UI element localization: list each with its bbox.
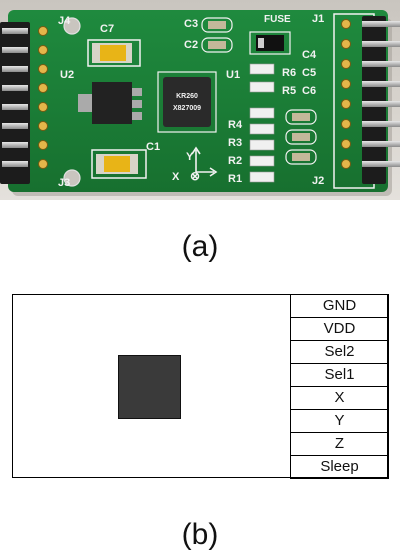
label-c2: C2 (184, 39, 198, 51)
label-c1: C1 (146, 141, 160, 153)
header-pins-right (333, 13, 400, 189)
label-r5: R5 (282, 85, 296, 97)
pin-vdd: VDD (290, 317, 389, 341)
resistors (249, 63, 275, 183)
label-u1: U1 (226, 69, 240, 81)
regulator-u2 (78, 82, 142, 124)
label-axis-z: ⊗ (190, 169, 200, 183)
capacitor-c1 (91, 149, 147, 179)
label-c4: C4 (302, 49, 317, 61)
pin-sleep: Sleep (290, 455, 389, 479)
label-u2: U2 (60, 69, 74, 81)
caption-b: (b) (181, 518, 219, 551)
capacitor-c7 (87, 39, 141, 67)
schematic-diagram: GND VDD Sel2 Sel1 X Y Z Sleep (12, 294, 389, 479)
label-r2: R2 (228, 155, 242, 167)
label-j2: J2 (312, 175, 324, 187)
capacitors-c4-c6 (285, 109, 317, 165)
pin-table: GND VDD Sel2 Sel1 X Y Z Sleep (290, 294, 389, 479)
mounting-hole-bottom (63, 169, 81, 187)
label-r6: R6 (282, 67, 296, 79)
label-fuse: FUSE (264, 14, 291, 25)
label-j4: J4 (58, 15, 71, 27)
label-r4: R4 (228, 119, 243, 131)
silkscreen-labels: J4 U2 J3 C7 C1 C3 C2 U1 FUSE J1 J2 C4 C5… (58, 13, 324, 189)
label-j1: J1 (312, 13, 324, 25)
pin-z: Z (290, 432, 389, 456)
caption-a: (a) (181, 230, 219, 263)
pin-sel2: Sel2 (290, 340, 389, 364)
chip-square (118, 355, 181, 419)
pin-sel1: Sel1 (290, 363, 389, 387)
pin-gnd: GND (290, 294, 389, 318)
capacitors-c2-c3 (201, 17, 233, 53)
label-r1: R1 (228, 173, 242, 185)
label-c5: C5 (302, 67, 316, 79)
pcb-board-illustration: KR260 X827009 (0, 10, 400, 196)
label-axis-x: X (172, 171, 180, 183)
chip-marking-line-1: KR260 (176, 93, 198, 100)
accelerometer-chip-u1: KR260 X827009 (157, 71, 217, 133)
pin-y: Y (290, 409, 389, 433)
label-c7: C7 (100, 23, 114, 35)
mounting-hole-top (63, 17, 81, 35)
label-axis-y: Y (186, 151, 194, 163)
label-c6: C6 (302, 85, 316, 97)
axis-arrows-icon (191, 146, 218, 177)
pcb-photo: KR260 X827009 (0, 0, 400, 200)
label-j3: J3 (58, 177, 70, 189)
header-pins-left (0, 22, 48, 184)
label-r3: R3 (228, 137, 242, 149)
fuse (249, 31, 291, 55)
pin-x: X (290, 386, 389, 410)
label-c3: C3 (184, 18, 198, 30)
chip-marking-line-2: X827009 (173, 105, 201, 112)
